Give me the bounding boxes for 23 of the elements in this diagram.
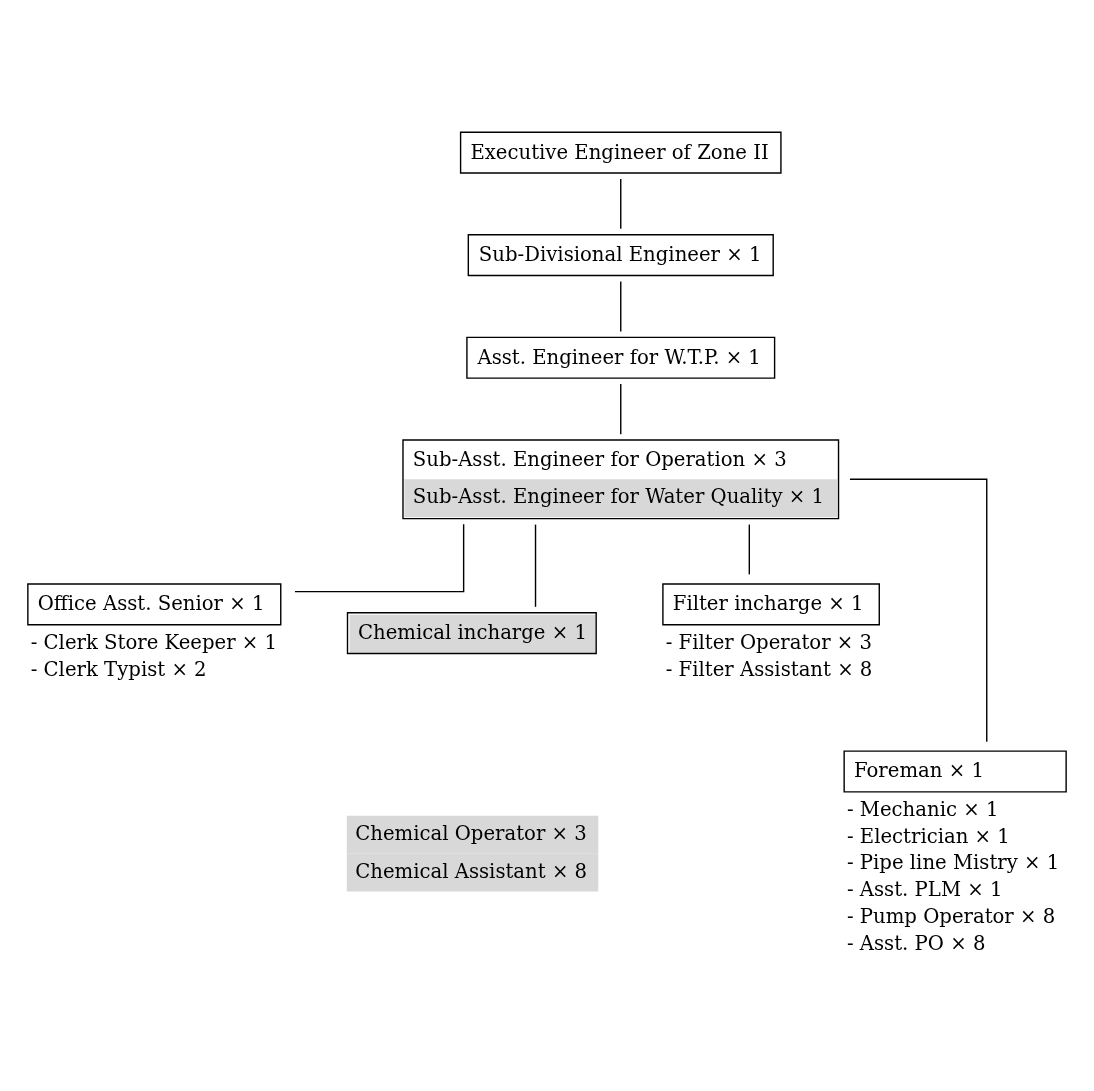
connector	[620, 382, 622, 435]
node-box: Office Asst. Senior × 1	[27, 582, 282, 625]
node-box: Foreman × 1	[843, 749, 1067, 793]
node-label: - Filter Operator × 3	[665, 630, 873, 654]
node-label: - Asst. PLM × 1	[846, 877, 1003, 901]
node-label: - Electrician × 1	[846, 824, 1010, 848]
connector	[748, 523, 750, 575]
node-label: - Clerk Store Keeper × 1	[30, 630, 278, 654]
connector	[294, 523, 465, 592]
node-label: - Mechanic × 1	[846, 797, 999, 821]
node-box: Sub-Divisional Engineer × 1	[467, 233, 774, 276]
node-label: - Asst. PO × 8	[846, 931, 986, 954]
node-label: - Pump Operator × 8	[846, 904, 1056, 928]
node-label: - Filter Assistant × 8	[665, 657, 873, 681]
connector	[620, 280, 622, 332]
connector	[849, 478, 988, 743]
node-box: Executive Engineer of Zone II	[459, 131, 782, 174]
node-box: Filter incharge × 1	[662, 582, 880, 625]
node-box: Asst. Engineer for W.T.P. × 1	[466, 336, 776, 379]
node-label: - Clerk Typist × 2	[30, 657, 207, 681]
connector	[534, 523, 537, 608]
connector	[620, 177, 622, 230]
node-label: - Pipe line Mistry × 1	[846, 850, 1060, 874]
